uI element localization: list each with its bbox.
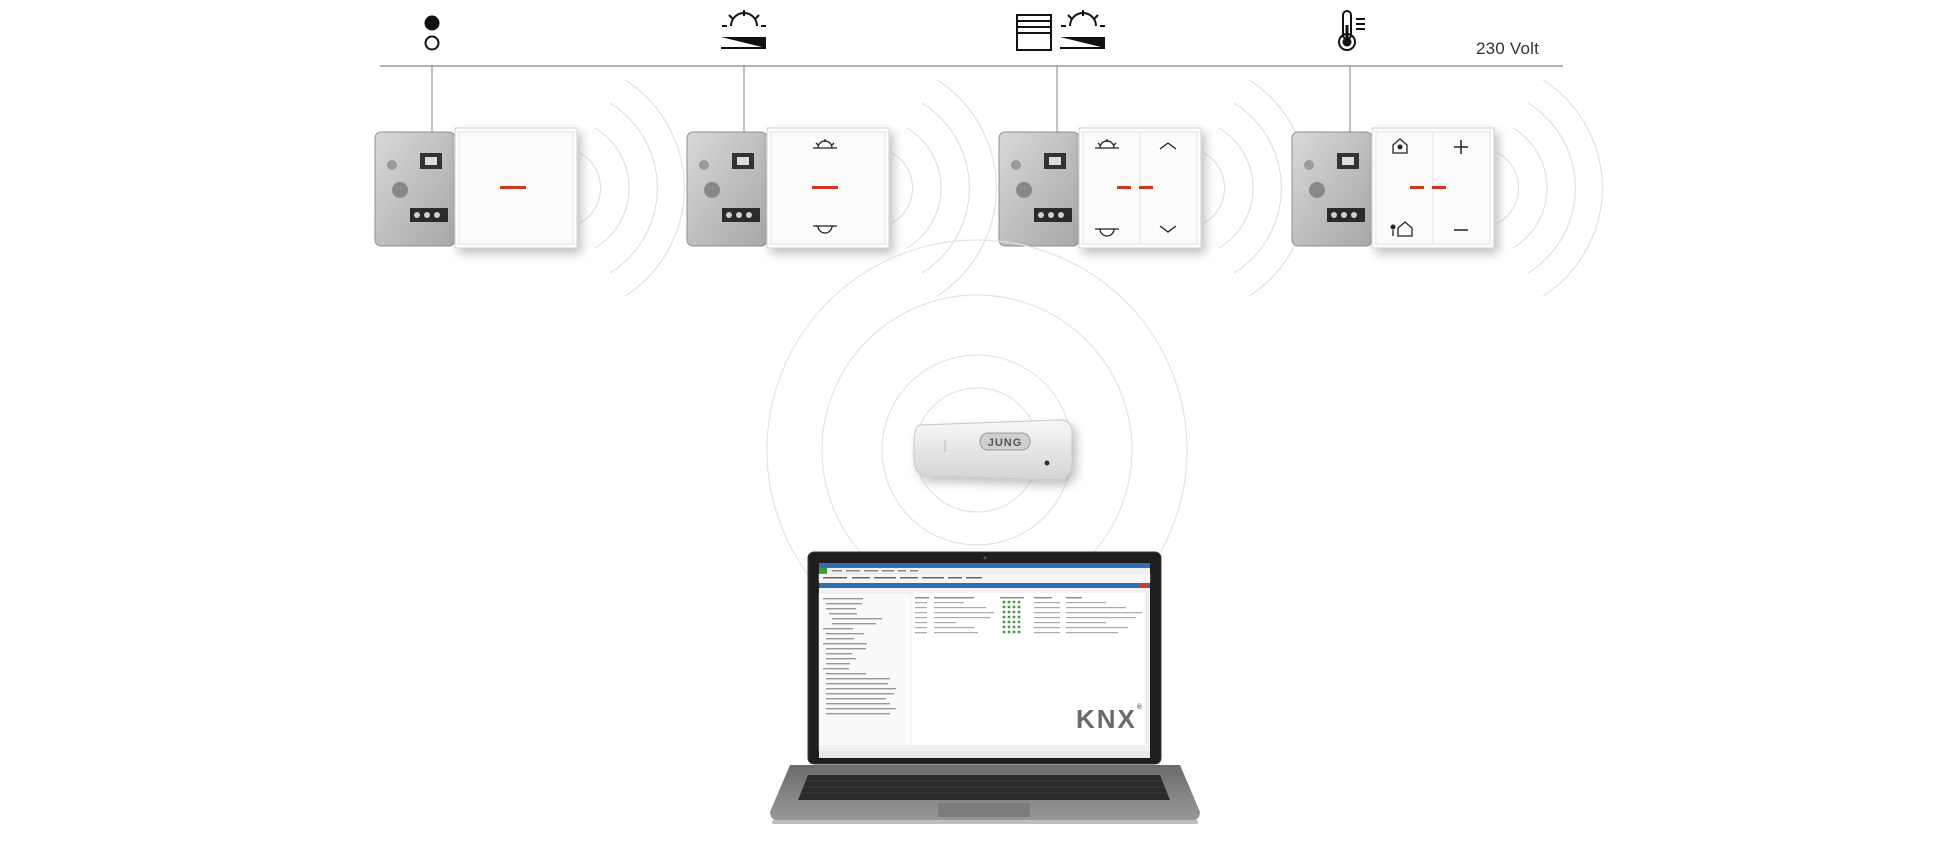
- away-icon: [1390, 221, 1413, 237]
- device-dimmer: [686, 127, 890, 249]
- status-led: [1410, 186, 1424, 189]
- flush-insert: [1291, 131, 1373, 247]
- bus-voltage-label: 230 Volt: [1476, 39, 1540, 58]
- device-thermostat: [1291, 127, 1495, 249]
- flush-insert: [374, 131, 456, 247]
- status-led: [500, 186, 526, 189]
- usb-brand-label: JUNG: [988, 437, 1023, 449]
- status-led: [812, 186, 838, 189]
- blind-and-dimmer-icon: [1016, 10, 1105, 51]
- dimmer-icon: [721, 10, 766, 49]
- status-led: [1432, 186, 1446, 189]
- arrow-up-icon: [1159, 142, 1177, 150]
- plus-icon: [1454, 140, 1468, 154]
- on-off-icon: [424, 15, 440, 51]
- arrow-down-icon: [1159, 225, 1177, 233]
- status-led: [1117, 186, 1131, 189]
- dim-down-icon: [813, 225, 837, 234]
- knx-logo-text: KNX: [1076, 704, 1137, 734]
- device-blind-dimmer: [998, 127, 1202, 249]
- drop-lines: [431, 66, 1351, 134]
- home-icon: [1392, 138, 1408, 154]
- dim-up-icon: [1095, 139, 1119, 149]
- laptop: [770, 551, 1200, 824]
- dim-down-icon: [1095, 228, 1119, 237]
- thermostat-icon: [1338, 10, 1365, 51]
- dim-up-icon: [813, 139, 837, 149]
- flush-insert: [686, 131, 768, 247]
- status-led: [1139, 186, 1153, 189]
- device-on-off: [374, 127, 578, 249]
- laptop-screen: [818, 563, 1151, 758]
- usb-stick: [913, 419, 1073, 481]
- flush-insert: [998, 131, 1080, 247]
- knx-logo: KNX®: [1076, 704, 1143, 734]
- device-radio-waves: [579, 79, 1603, 297]
